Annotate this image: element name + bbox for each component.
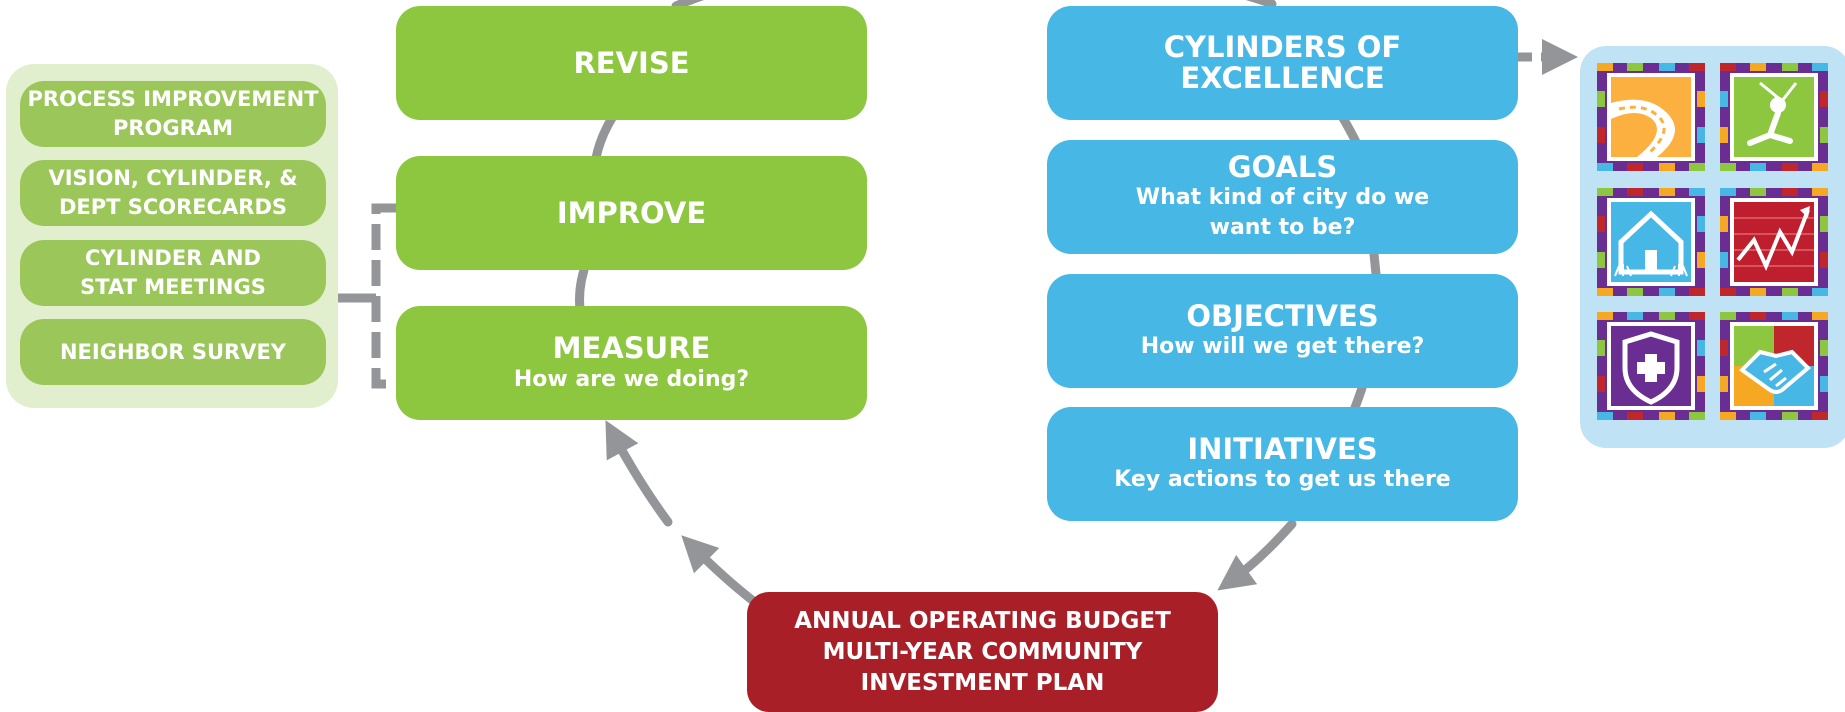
arrow-initiatives-to-budget: [1217, 519, 1297, 591]
park-icon: [1720, 63, 1828, 171]
house-icon: [1597, 188, 1705, 296]
cycle-arc-revise-improve: [591, 113, 617, 163]
measure-box: MEASURE How are we doing?: [396, 306, 867, 420]
cylinder-icons-panel: [1580, 46, 1845, 448]
improve-title: IMPROVE: [556, 196, 707, 230]
objectives-box: OBJECTIVES How will we get there?: [1047, 274, 1518, 388]
tools-bracket: [371, 203, 396, 389]
revise-title: REVISE: [573, 46, 690, 80]
cycle-arc-top-left: [671, 0, 705, 11]
measure-subtitle: How are we doing?: [513, 367, 750, 392]
shield-cross-icon: [1597, 312, 1705, 420]
objectives-title: OBJECTIVES: [1186, 298, 1379, 333]
measure-title: MEASURE: [552, 331, 711, 365]
objectives-subtitle: How will we get there?: [1140, 333, 1425, 359]
road-icon: [1597, 63, 1705, 171]
cycle-arc-improve-measure: [575, 265, 589, 315]
arrow-budget-to-measure-lower: [681, 535, 757, 605]
handshake-icon: [1720, 312, 1828, 420]
revise-box: REVISE: [396, 6, 867, 120]
tools-panel: PROCESS IMPROVEMENT PROGRAM VISION, CYLI…: [6, 64, 338, 408]
process-improvement-item: PROCESS IMPROVEMENT PROGRAM: [20, 81, 326, 147]
growth-chart-icon: [1720, 188, 1828, 296]
neighbor-survey-item: NEIGHBOR SURVEY: [20, 319, 326, 385]
cylinders-title: CYLINDERS OF EXCELLENCE: [1163, 30, 1402, 95]
budget-box: ANNUAL OPERATING BUDGET MULTI-YEAR COMMU…: [747, 592, 1218, 712]
stat-meetings-item: CYLINDER AND STAT MEETINGS: [20, 240, 326, 306]
initiatives-subtitle: Key actions to get us there: [1114, 466, 1451, 492]
scorecards-item: VISION, CYLINDER, & DEPT SCORECARDS: [20, 160, 326, 226]
cylinders-box: CYLINDERS OF EXCELLENCE: [1047, 6, 1518, 120]
cycle-arc-cylinders-goals: [1338, 113, 1361, 147]
goals-title: GOALS: [1227, 149, 1338, 184]
improve-box: IMPROVE: [396, 156, 867, 270]
cycle-arc-top-right: [1245, 0, 1277, 9]
goals-box: GOALS What kind of city do we want to be…: [1047, 140, 1518, 254]
initiatives-box: INITIATIVES Key actions to get us there: [1047, 407, 1518, 521]
goals-subtitle: What kind of city do we want to be?: [1135, 184, 1430, 240]
cycle-arc-goals-objectives: [1369, 249, 1381, 279]
initiatives-title: INITIATIVES: [1187, 431, 1378, 466]
arrow-budget-to-measure-upper: [605, 420, 673, 527]
budget-label: ANNUAL OPERATING BUDGET MULTI-YEAR COMMU…: [794, 608, 1171, 696]
